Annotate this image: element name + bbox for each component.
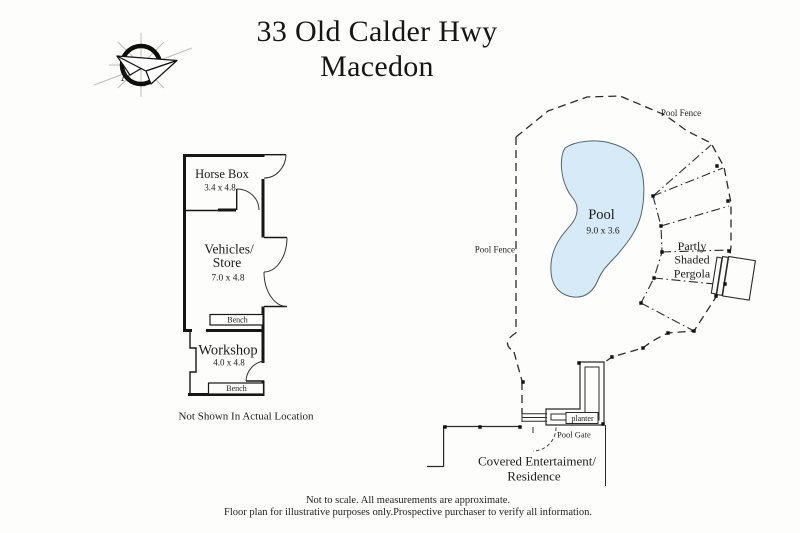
pool-dims: 9.0 x 3.6 bbox=[586, 227, 620, 237]
pergola-label-3: Pergola bbox=[674, 267, 711, 281]
bench-top-label: Bench bbox=[227, 316, 247, 325]
internal-door-arc bbox=[236, 188, 260, 211]
outbuilding-walls bbox=[183, 154, 265, 396]
outbuilding-doors bbox=[236, 154, 288, 382]
outbuilding-plan: Horse Box 3.4 x 4.8 Vehicles/ Store 7.0 … bbox=[178, 154, 314, 423]
pool-gate bbox=[532, 427, 557, 452]
residence-label-1: Covered Entertaiment/ bbox=[478, 454, 596, 469]
compass-arrow-icon bbox=[116, 55, 178, 85]
horse-box-label: Horse Box bbox=[195, 167, 250, 181]
disclaimer: Not to scale. All measurements are appro… bbox=[0, 495, 800, 519]
pool-gate-label: Pool Gate bbox=[557, 430, 591, 440]
planter-label-box bbox=[565, 412, 599, 424]
disclaimer-line-2: Floor plan for illustrative purposes onl… bbox=[224, 507, 592, 518]
bench-bottom bbox=[207, 382, 265, 395]
horse-box-door-arc bbox=[263, 154, 287, 179]
title-address: 33 Old Calder Hwy bbox=[256, 15, 498, 48]
pergola-bench bbox=[710, 255, 757, 301]
planter bbox=[545, 361, 605, 426]
pool-fence-outline bbox=[506, 95, 732, 414]
pergola-label-2: Shaded bbox=[674, 253, 709, 267]
outbuilding-thin-walls bbox=[183, 189, 238, 394]
residence-label-2: Residence bbox=[507, 469, 561, 484]
north-compass-icon: N bbox=[93, 33, 193, 97]
pool-fence-label-left: Pool Fence bbox=[475, 245, 515, 255]
pergola bbox=[640, 144, 731, 332]
workshop-label: Workshop bbox=[198, 343, 257, 359]
pergola-label-1: Partly bbox=[678, 239, 707, 253]
store-door-arc-top bbox=[263, 237, 288, 273]
store-dims: 7.0 x 4.8 bbox=[211, 274, 245, 284]
page-title: 33 Old Calder Hwy Macedon bbox=[0, 14, 754, 84]
pool-fence-label-top: Pool Fence bbox=[661, 108, 701, 118]
pool-wall bbox=[521, 413, 547, 422]
pergola-inner-arc bbox=[640, 195, 663, 304]
pool-label: Pool bbox=[588, 207, 615, 223]
pool-gate-arc bbox=[532, 427, 557, 452]
residence-outline bbox=[427, 425, 606, 486]
pergola-rafters bbox=[640, 144, 731, 332]
disclaimer-line-1: Not to scale. All measurements are appro… bbox=[305, 495, 511, 506]
bench-top bbox=[209, 313, 264, 326]
title-suburb: Macedon bbox=[320, 50, 434, 83]
store-label: Store bbox=[213, 255, 242, 270]
workshop-door-arc bbox=[245, 360, 265, 382]
horse-box-dims: 3.4 x 4.8 bbox=[204, 183, 236, 193]
workshop-dims: 4.0 x 4.8 bbox=[213, 358, 245, 368]
vehicles-label: Vehicles/ bbox=[204, 242, 254, 257]
compass-north-label: N bbox=[120, 70, 131, 85]
pool-outline bbox=[550, 140, 645, 298]
store-door-arc-bottom bbox=[263, 271, 288, 307]
pool-area-plan: Pool Fence Pool Fence Pool 9.0 x 3.6 Par… bbox=[427, 95, 757, 486]
outbuilding-note: Not Shown In Actual Location bbox=[178, 411, 314, 423]
planter-label: planter bbox=[571, 414, 594, 423]
bench-bottom-label: Bench bbox=[226, 384, 246, 393]
